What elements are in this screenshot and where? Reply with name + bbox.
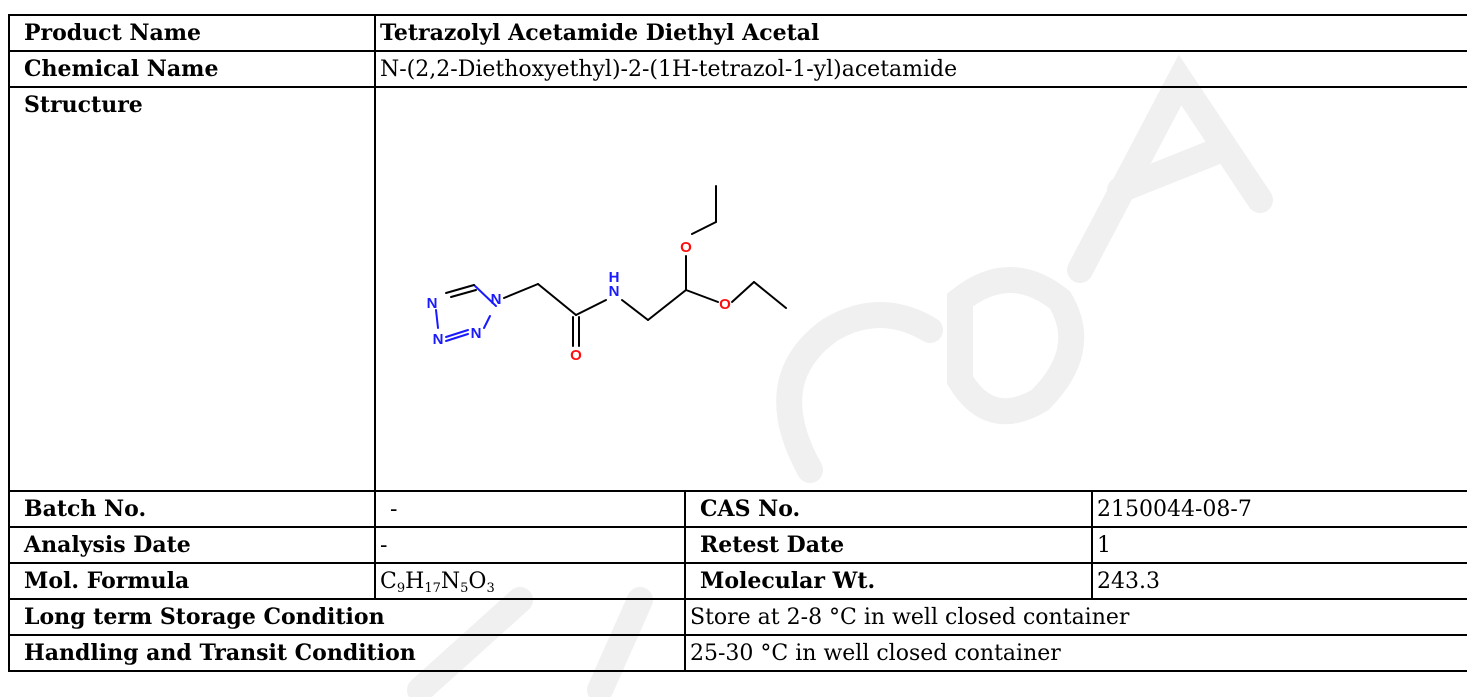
cas-label: CAS No.: [684, 490, 1093, 528]
analysis-date-label: Analysis Date: [8, 526, 376, 564]
row-product-name: Product Name Tetrazolyl Acetamide Diethy…: [8, 14, 1467, 52]
cas-value: 2150044-08-7: [1091, 490, 1467, 528]
molecular-wt-value: 243.3: [1091, 562, 1467, 600]
batch-label: Batch No.: [8, 490, 376, 528]
atom-o-upper: O: [680, 239, 692, 256]
row-storage: Long term Storage Condition Store at 2-8…: [8, 598, 1467, 636]
atom-nh: N: [609, 283, 620, 300]
atom-o-lower: O: [719, 296, 731, 313]
atom-n4: N: [471, 325, 482, 342]
analysis-date-value: -: [374, 526, 686, 564]
atom-n3: N: [433, 331, 444, 348]
atom-n1: N: [491, 291, 502, 308]
handling-label: Handling and Transit Condition: [8, 634, 686, 672]
structure-image: N N N N N H O O O: [374, 86, 1467, 492]
retest-date-label: Retest Date: [684, 526, 1093, 564]
row-formula-weight: Mol. Formula C9H17N5O3 Molecular Wt. 243…: [8, 562, 1467, 600]
mol-formula-label: Mol. Formula: [8, 562, 376, 600]
mol-formula-value: C9H17N5O3: [374, 562, 686, 600]
coa-table: Product Name Tetrazolyl Acetamide Diethy…: [8, 14, 1467, 672]
chemical-name-value: N-(2,2-Diethoxyethyl)-2-(1H-tetrazol-1-y…: [374, 50, 1467, 88]
atom-h: H: [609, 269, 620, 286]
molecule-structure: N N N N N H O O O: [427, 185, 787, 364]
storage-value: Store at 2-8 °C in well closed container: [684, 598, 1467, 636]
atom-o-carbonyl: O: [570, 347, 582, 364]
row-batch-cas: Batch No. - CAS No. 2150044-08-7: [8, 490, 1467, 528]
product-name-value: Tetrazolyl Acetamide Diethyl Acetal: [374, 14, 1467, 52]
row-handling: Handling and Transit Condition 25-30 °C …: [8, 634, 1467, 672]
atom-n2: N: [427, 295, 438, 312]
chemical-name-label: Chemical Name: [8, 50, 376, 88]
row-structure: Structure: [8, 86, 1467, 492]
batch-value: -: [374, 490, 686, 528]
row-dates: Analysis Date - Retest Date 1: [8, 526, 1467, 564]
row-chemical-name: Chemical Name N-(2,2-Diethoxyethyl)-2-(1…: [8, 50, 1467, 88]
structure-label: Structure: [8, 86, 376, 492]
handling-value: 25-30 °C in well closed container: [684, 634, 1467, 672]
product-name-label: Product Name: [8, 14, 376, 52]
retest-date-value: 1: [1091, 526, 1467, 564]
storage-label: Long term Storage Condition: [8, 598, 686, 636]
molecular-wt-label: Molecular Wt.: [684, 562, 1093, 600]
